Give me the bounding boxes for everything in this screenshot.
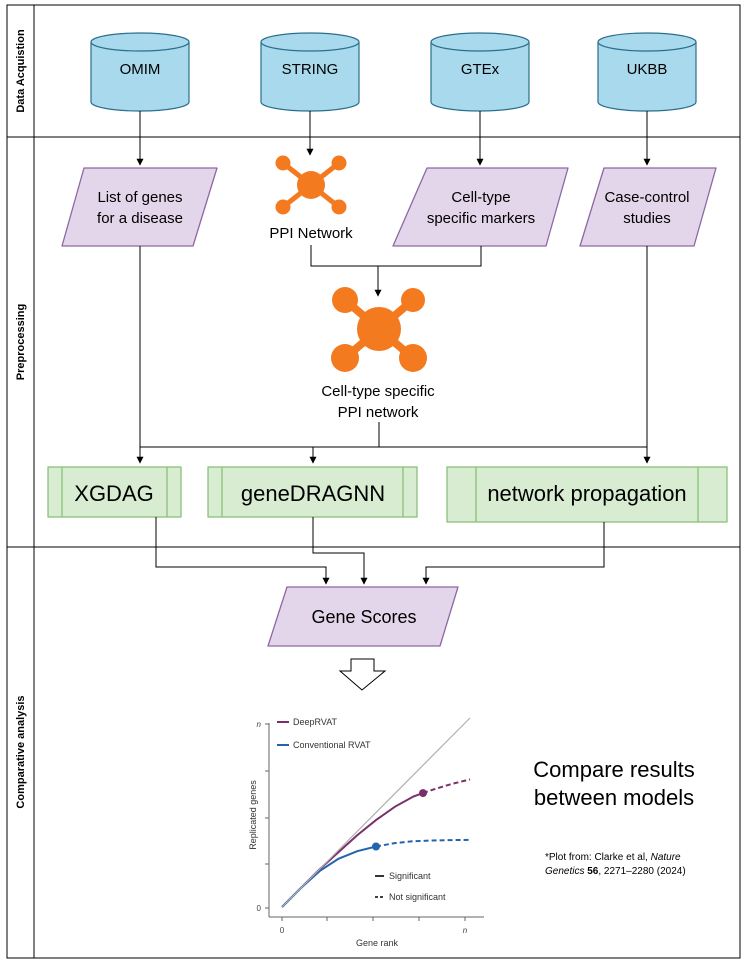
plot-x-label: Gene rank [356, 938, 399, 948]
citation-line2: Genetics 56, 2271–2280 (2024) [545, 866, 686, 877]
plot-x-ticks [281, 917, 466, 921]
series-marker-conventional-rvat [372, 842, 380, 851]
model-xgdag: XGDAG [47, 466, 182, 518]
plot-ytick-top: n [257, 720, 262, 729]
model-label: network propagation [487, 481, 686, 506]
arrow-netprop-to-scores [422, 522, 605, 585]
input-text-line1: Cell-type [451, 189, 510, 206]
ppi-network-label: PPI Network [269, 225, 353, 242]
database-ukbb: UKBB [597, 32, 697, 112]
legend-label-deeprvat: DeepRVAT [293, 717, 338, 727]
input-text-line2: for a disease [97, 210, 183, 227]
citation-journal-part1: Nature [651, 852, 681, 863]
down-arrow-icon [338, 658, 387, 691]
legend-label-not-significant: Not significant [389, 892, 446, 902]
model-network-propagation: network propagation [446, 466, 728, 523]
compare-text-line2: between models [534, 785, 694, 810]
input-case-control: Case-control studies [579, 167, 717, 247]
arrow-genedragnn-to-scores [312, 517, 368, 585]
input-cell-markers: Cell-type specific markers [392, 167, 569, 247]
citation-prefix: *Plot from: Clarke et al, [545, 852, 651, 863]
plot-legend: DeepRVAT Conventional RVAT Significant N… [277, 717, 446, 902]
citation-journal-part2: Genetics [545, 866, 584, 877]
arrow-xgdag-to-scores [155, 517, 330, 585]
citation-line1: *Plot from: Clarke et al, Nature [545, 852, 681, 863]
section-label-data-acquisition: Data Acquistion [15, 29, 27, 113]
citation-volume: 56 [584, 866, 598, 877]
database-label: OMIM [120, 61, 161, 78]
plot-y-ticks [265, 723, 269, 909]
results-plot: n 0 0 n Gene rank Replicated genes DeepR… [248, 717, 484, 948]
plot-series-group [281, 717, 471, 908]
series-line-conventional-rvat-not-significant [375, 838, 471, 848]
database-omim: OMIM [90, 32, 190, 112]
model-genedragnn: geneDRAGNN [207, 466, 418, 518]
input-text-line1: List of genes [97, 189, 182, 206]
series-line-conventional-rvat-significant [281, 845, 377, 908]
compare-text-line1: Compare results [533, 757, 694, 782]
cell-ppi-label-line2: PPI network [338, 404, 419, 421]
citation-rest: , 2271–2280 (2024) [598, 866, 685, 877]
section-label-preprocessing: Preprocessing [15, 304, 27, 380]
legend-label-conventional: Conventional RVAT [293, 740, 371, 750]
plot-xtick-zero: 0 [280, 926, 285, 935]
model-label: geneDRAGNN [241, 481, 385, 506]
section-label-comparative: Comparative analysis [15, 695, 27, 808]
plot-ytick-zero: 0 [257, 904, 262, 913]
database-label: UKBB [627, 61, 668, 78]
model-label: XGDAG [74, 481, 153, 506]
input-disease-genes: List of genes for a disease [61, 167, 218, 247]
connector-ppi-merge [310, 245, 482, 267]
input-text-line1: Case-control [604, 189, 689, 206]
database-string: STRING [260, 32, 360, 112]
cell-ppi-label-line1: Cell-type specific [321, 383, 435, 400]
database-label: GTEx [461, 61, 500, 78]
series-line-deeprvat-not-significant [422, 778, 471, 795]
series-line-deeprvat-significant [281, 792, 424, 908]
legend-label-significant: Significant [389, 871, 431, 881]
database-label: STRING [282, 61, 339, 78]
cell-ppi-network-icon [331, 287, 427, 372]
database-gtex: GTEx [430, 32, 530, 112]
input-text-line2: studies [623, 210, 671, 227]
plot-xtick-n: n [463, 926, 468, 935]
series-line-reference [281, 717, 471, 908]
diagram-frame [6, 4, 741, 959]
input-text-line2: specific markers [427, 210, 535, 227]
gene-scores-label: Gene Scores [311, 607, 416, 627]
plot-y-label: Replicated genes [248, 780, 258, 850]
series-marker-deeprvat [419, 789, 427, 798]
gene-scores-box: Gene Scores [267, 586, 459, 647]
ppi-network-icon [275, 155, 347, 215]
